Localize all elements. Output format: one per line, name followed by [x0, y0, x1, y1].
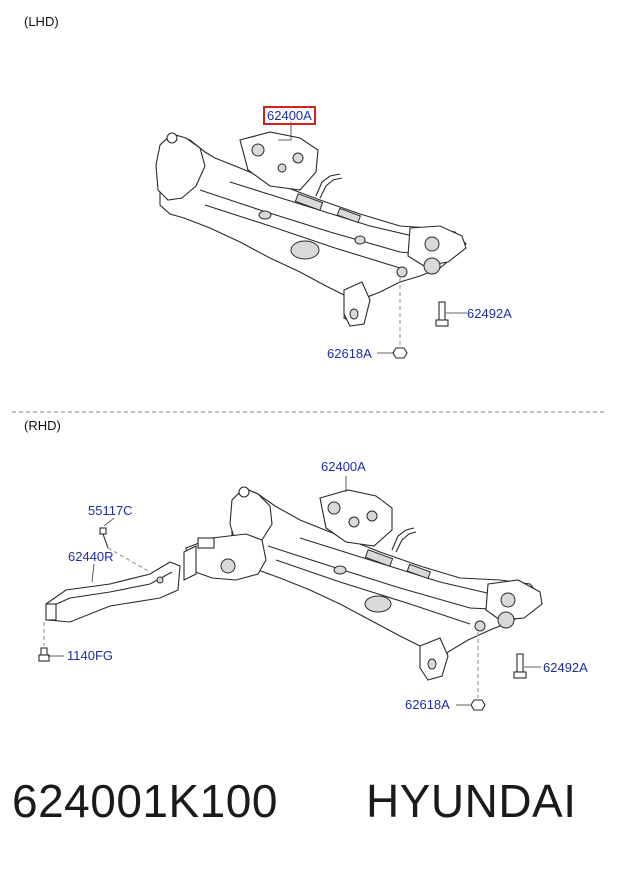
lhd-subframe-drawing — [155, 122, 467, 359]
lhd-nut-62618A-drawing — [392, 347, 408, 359]
footer-brand: HYUNDAI — [366, 775, 577, 827]
rhd-bracket-62440R-drawing — [45, 561, 181, 623]
part-label-1140FG[interactable]: 1140FG — [67, 648, 114, 663]
section-label-lhd: (LHD) — [24, 14, 59, 29]
part-label-62618A-lhd[interactable]: 62618A — [327, 346, 372, 361]
rhd-subframe-drawing — [38, 476, 543, 711]
section-label-rhd: (RHD) — [24, 418, 61, 433]
rhd-bolt-62492A-drawing — [513, 653, 527, 679]
part-label-62400A-rhd[interactable]: 62400A — [321, 459, 366, 474]
part-label-55117C[interactable]: 55117C — [88, 503, 133, 518]
rhd-bolt-1140FG-drawing — [38, 647, 50, 662]
footer-part-number: 624001K100 — [12, 775, 278, 827]
part-label-62618A-rhd[interactable]: 62618A — [405, 697, 450, 712]
lhd-bolt-62492A-drawing — [435, 301, 449, 327]
rhd-nut-62618A-drawing — [470, 699, 486, 711]
part-label-62400A-lhd[interactable]: 62400A — [263, 106, 316, 125]
rhd-screw-55117C-drawing — [99, 527, 109, 549]
part-label-62492A-rhd[interactable]: 62492A — [543, 660, 588, 675]
part-label-62440R[interactable]: 62440R — [68, 549, 114, 564]
part-label-62492A-lhd[interactable]: 62492A — [467, 306, 512, 321]
